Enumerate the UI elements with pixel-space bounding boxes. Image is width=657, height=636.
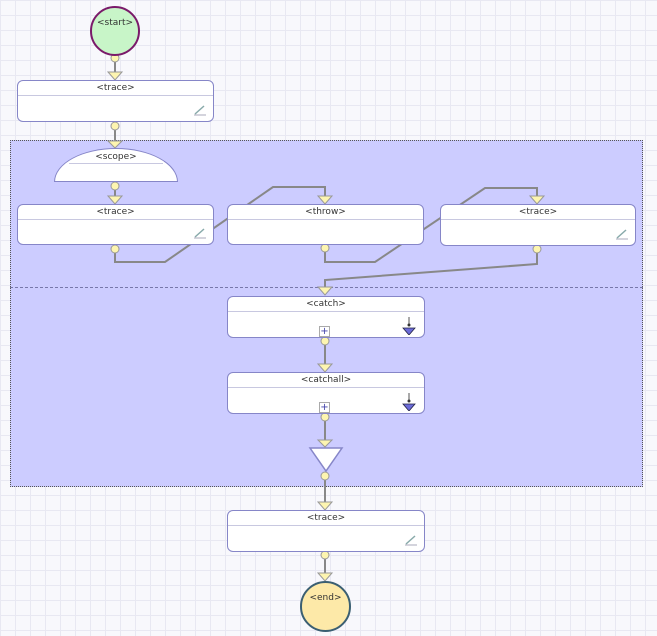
pencil-icon[interactable] (193, 227, 207, 239)
pencil-icon[interactable] (193, 104, 207, 116)
pencil-icon[interactable] (404, 534, 418, 546)
catchall-label: <catchall> (300, 375, 352, 385)
trace-node-top[interactable]: <trace> (17, 80, 214, 122)
trace-label: <trace> (518, 207, 558, 217)
title-divider (228, 525, 424, 526)
title-divider (69, 163, 163, 164)
inbound-arrow-trace-right (528, 195, 546, 205)
title-divider (228, 219, 423, 220)
connector-throw-trace (324, 187, 538, 263)
inbound-arrow-end (316, 572, 334, 582)
trace-node-right[interactable]: <trace> (440, 204, 636, 246)
outbound-port-trace-top (110, 121, 120, 131)
outbound-port-throw (320, 243, 330, 253)
pencil-icon[interactable] (615, 228, 629, 240)
inbound-arrow-catchall (316, 363, 334, 373)
title-divider (228, 311, 424, 312)
outbound-port-merge (320, 471, 330, 481)
inbound-arrow-trace-top (106, 71, 124, 81)
expand-catchall-button[interactable]: + (319, 402, 330, 413)
scope-label: <scope> (95, 152, 137, 162)
outbound-port-catch (320, 336, 330, 346)
outbound-port-trace-right (532, 244, 542, 254)
outbound-port-trace-left (110, 244, 120, 254)
title-divider (18, 95, 213, 96)
trace-label: <trace> (96, 207, 135, 217)
outbound-port-catchall (320, 412, 330, 422)
title-divider (18, 219, 213, 220)
inbound-arrow-trace-bottom (316, 501, 334, 511)
title-divider (228, 387, 424, 388)
merge-gateway (308, 447, 344, 473)
start-node[interactable]: <start> (90, 6, 140, 56)
trace-label: <trace> (306, 513, 346, 523)
scope-node[interactable]: <scope> (54, 148, 178, 182)
connector-trace-throw (114, 186, 326, 263)
throw-node[interactable]: <throw> (227, 204, 424, 245)
inbound-arrow-scope (106, 140, 124, 149)
inbound-arrow-catch (316, 286, 334, 296)
trace-label: <trace> (96, 83, 135, 93)
connector-trace-catch (324, 249, 538, 287)
outbound-port-trace-bottom (320, 550, 330, 560)
title-divider (441, 219, 635, 220)
end-label: <end> (309, 593, 342, 603)
fault-catch-icon (402, 393, 416, 411)
start-label: <start> (96, 18, 134, 28)
fault-catch-icon (402, 317, 416, 335)
catch-label: <catch> (306, 299, 346, 309)
inbound-arrow-trace-left (106, 195, 124, 205)
inbound-arrow-merge (316, 439, 334, 448)
end-node[interactable]: <end> (300, 581, 351, 632)
trace-node-left[interactable]: <trace> (17, 204, 214, 245)
throw-label: <throw> (305, 207, 346, 217)
expand-catch-button[interactable]: + (319, 326, 330, 337)
outbound-port-scope (110, 181, 120, 191)
inbound-arrow-throw (316, 195, 334, 205)
trace-node-bottom[interactable]: <trace> (227, 510, 425, 552)
